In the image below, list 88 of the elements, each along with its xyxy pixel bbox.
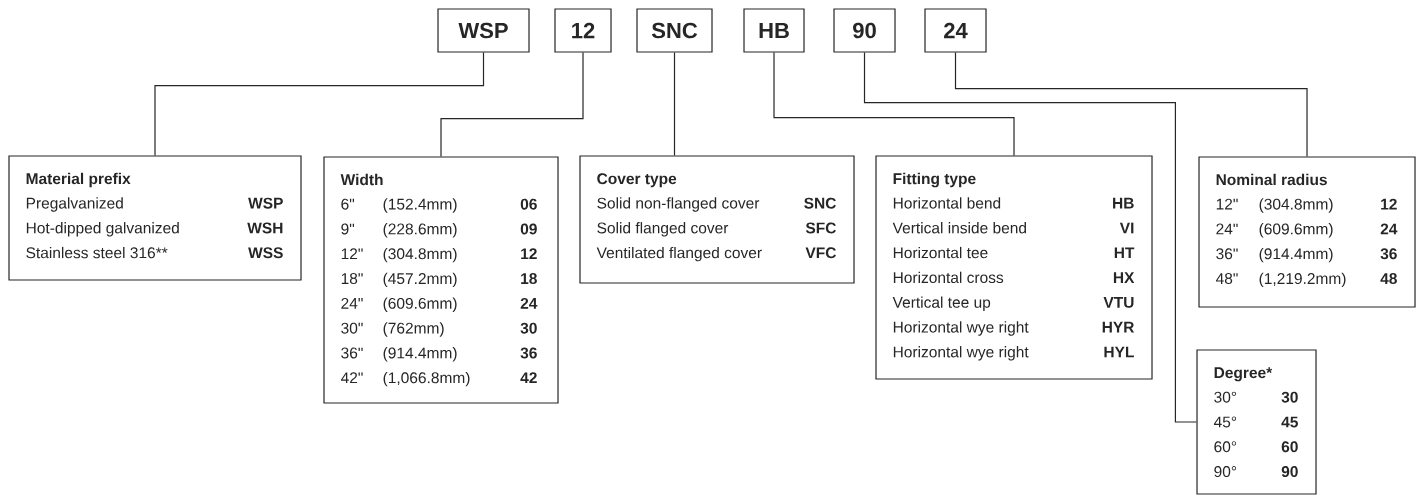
row-label: Solid flanged cover	[597, 222, 729, 237]
code-box: SNC	[636, 8, 713, 53]
code-value: 12	[521, 248, 537, 260]
code-value: HYR	[1102, 321, 1135, 333]
code-box: WSP	[437, 8, 530, 53]
row-label: (228.6mm)	[383, 223, 457, 238]
code-value: HYL	[1104, 346, 1134, 358]
code-value: 24	[1380, 223, 1398, 235]
code-box: 12	[554, 8, 612, 53]
row-label: 90°	[1214, 466, 1237, 478]
code-value: 45	[1281, 416, 1298, 428]
code-value: 12	[1381, 198, 1397, 210]
code-value: 30	[1281, 391, 1298, 403]
row-label: (762mm)	[383, 322, 444, 337]
code-value: WSH	[247, 222, 283, 234]
row-label: 18"	[341, 273, 363, 285]
row-label: 60°	[1214, 441, 1237, 453]
code-value: 18	[521, 273, 537, 285]
row-label: 30"	[341, 322, 363, 334]
row-label: (1,219.2mm)	[1259, 272, 1346, 288]
heading: Nominal radius	[1216, 173, 1327, 186]
row-label: (457.2mm)	[383, 272, 457, 288]
row-label: 30°	[1214, 391, 1237, 403]
row-label: (609.6mm)	[383, 297, 457, 312]
code-value: 42	[520, 372, 537, 384]
row-label: 12"	[341, 248, 363, 260]
row-label: (609.6mm)	[1259, 223, 1333, 238]
code-value: VI	[1119, 222, 1134, 234]
row-label: Ventilated flanged cover	[596, 246, 762, 262]
code-value: WSS	[248, 247, 283, 259]
row-label: (914.4mm)	[1259, 247, 1333, 263]
row-label: Solid non-flanged cover	[597, 197, 760, 212]
row-label: Stainless steel 316**	[26, 246, 168, 259]
row-label: Horizontal bend	[893, 197, 1001, 209]
row-label: 48"	[1215, 273, 1238, 285]
row-label: Horizontal cross	[893, 271, 1004, 284]
heading: Fitting type	[893, 172, 976, 188]
row-label: Pregalvanized	[26, 197, 123, 212]
code-value: VTU	[1103, 297, 1134, 308]
row-label: Vertical tee up	[892, 296, 991, 311]
code-value: 06	[520, 198, 537, 210]
connector-line	[773, 52, 1015, 156]
code-value: 36	[520, 347, 537, 359]
code-value: 36	[1380, 248, 1397, 260]
row-label: Vertical inside bend	[892, 222, 1026, 234]
code-box: 90	[833, 8, 896, 53]
code-value: 30	[520, 322, 537, 334]
row-label: Horizontal tee	[893, 246, 988, 259]
row-label: 42"	[340, 372, 363, 384]
code-value: VFC	[805, 247, 836, 259]
connector-line	[954, 52, 1308, 157]
code-box: 24	[924, 8, 987, 53]
code-value: HX	[1113, 272, 1135, 283]
row-label: 45°	[1213, 416, 1237, 428]
row-label: 36"	[1216, 248, 1238, 260]
row-label: Horizontal wye right	[893, 321, 1029, 336]
row-label: (152.4mm)	[383, 198, 457, 213]
connector-line	[673, 52, 676, 156]
code-value: SFC	[805, 222, 836, 234]
code-value: SNC	[804, 197, 836, 209]
row-label: 24"	[341, 297, 363, 309]
code-value: 09	[520, 223, 537, 235]
connector-line	[154, 52, 485, 156]
code-value: HB	[1113, 197, 1134, 209]
code-value: WSP	[248, 197, 283, 209]
heading: Material prefix	[26, 172, 131, 188]
heading: Width	[340, 173, 383, 186]
heading: Degree*	[1214, 367, 1273, 382]
row-label: Horizontal wye right	[893, 346, 1029, 361]
row-label: 36"	[341, 347, 363, 359]
row-label: (304.8mm)	[383, 247, 457, 263]
row-label: 9"	[341, 223, 355, 235]
code-value: 48	[1380, 273, 1397, 285]
code-value: 90	[1281, 466, 1298, 478]
connector-line	[440, 52, 584, 157]
row-label: 6"	[341, 198, 355, 210]
code-value: 60	[1281, 441, 1298, 453]
row-label: (914.4mm)	[383, 347, 457, 362]
row-label: 12"	[1216, 198, 1238, 210]
row-label: (1,066.8mm)	[383, 371, 470, 387]
code-value: HT	[1114, 247, 1135, 259]
row-label: (304.8mm)	[1259, 198, 1333, 213]
row-label: Hot-dipped galvanized	[26, 222, 179, 237]
heading: Cover type	[597, 173, 677, 188]
connector-line	[863, 52, 1197, 423]
code-box: HB	[743, 8, 805, 53]
code-value: 24	[520, 297, 538, 309]
row-label: 24"	[1216, 223, 1238, 235]
